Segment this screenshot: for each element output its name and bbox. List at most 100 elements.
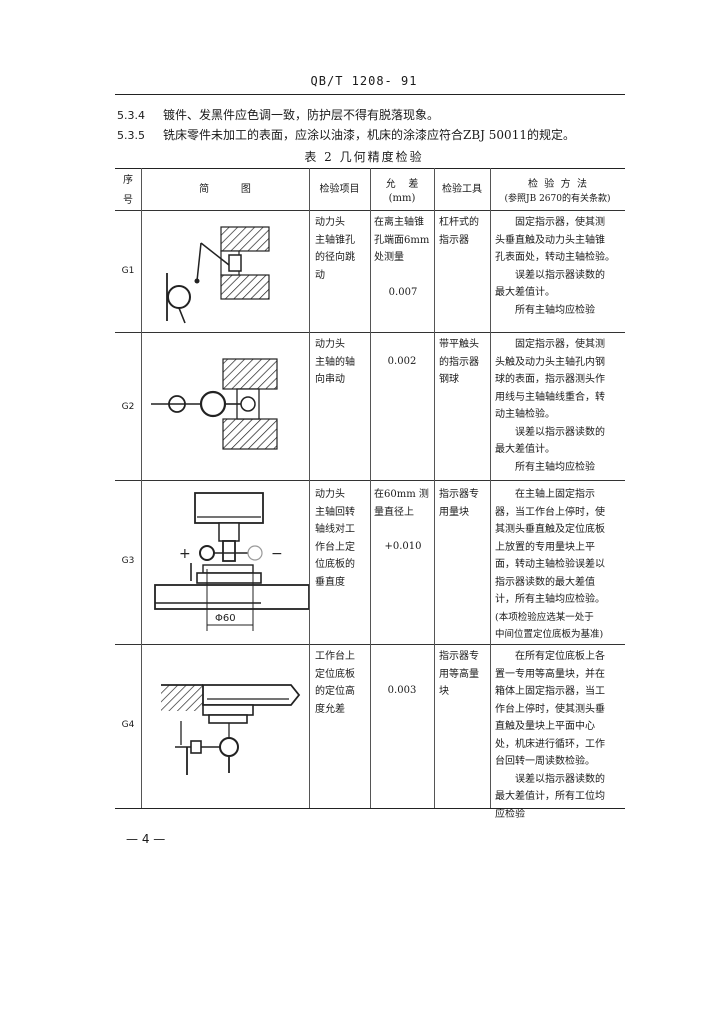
header-rule (115, 94, 625, 95)
header-diagram: 简 图 (199, 184, 251, 195)
spindle-housing-bottom (220, 274, 270, 300)
standard-code: QB/T 1208- 91 (310, 74, 418, 88)
tolerance-value: 在离主轴锥 孔端面6mm 处测量 0.007 (374, 214, 432, 301)
row-id: G4 (121, 720, 135, 730)
text-line: 向串动 (315, 374, 345, 385)
text-line: 误差以指示器读数的 (515, 426, 605, 438)
header-tool: 检验工具 (442, 184, 482, 195)
text-line (374, 267, 432, 284)
row-id: G3 (121, 556, 135, 566)
indicator-bracket (222, 540, 236, 562)
text-line: 指示器 (439, 234, 469, 246)
text-line: 工作台上 (315, 651, 355, 662)
text-line: 动主轴检验。 (495, 409, 555, 420)
header-tolerance-line: 允 差 (385, 179, 419, 190)
spindle-housing-top (222, 358, 278, 390)
steel-ball-icon (240, 396, 256, 412)
text-line: 动力头 (315, 489, 345, 500)
text-line: 球的表面，指示器测头作 (495, 374, 605, 385)
header-tolerance-unit: (mm) (388, 193, 416, 204)
indicator-arm (196, 242, 202, 282)
dial-indicator-icon (167, 285, 191, 309)
text-line: 动力头 (315, 217, 345, 228)
check-method: 固定指示器，使其测 头触及动力头主轴孔内钢 球的表面，指示器测头作 用线与主轴轴… (495, 336, 623, 476)
indicator-stylus (200, 242, 230, 266)
text-line: 杠杆式的 (439, 217, 479, 228)
text-line: 作台上定 (315, 541, 355, 553)
text-line: 主轴回转 (315, 506, 355, 518)
worktable (154, 584, 309, 610)
dial-indicator-left-icon (199, 545, 215, 561)
check-method: 固定指示器，使其测 头垂直触及动力头主轴锥 孔表面处，转动主轴检验。 误差以指示… (495, 214, 623, 319)
gauge-block (208, 714, 248, 724)
text-line: 应检验 (495, 808, 525, 820)
check-tool: 指示器专 用等高量 块 (439, 648, 489, 701)
text-line: 位底板的 (315, 559, 355, 570)
header-seq-line: 号 (123, 195, 133, 206)
text-line: 孔端面6mm (374, 234, 430, 246)
text-line: (本项检验应选某一处于 (495, 611, 594, 623)
text-line: 主轴锥孔 (315, 234, 355, 246)
text-line: 的指示器 (439, 356, 479, 368)
tolerance-value: 在60mm 测 量直径上 +0.010 (374, 486, 432, 556)
header-item: 检验项目 (319, 184, 360, 195)
check-item: 动力头 主轴回转 轴线对工 作台上定 位底板的 垂直度 (315, 486, 367, 591)
text-line: 计，所有主轴均应检验。 (495, 594, 605, 605)
text-line: 指示器读数的最大差值 (495, 576, 595, 588)
clause-number: 5.3.5 (117, 129, 145, 142)
column-divider (434, 168, 435, 808)
clause-5-3-5: 5.3.5 铣床零件未加工的表面，应涂以油漆，机床的涂漆应符合ZBJ 50011的… (117, 126, 575, 143)
text-line: 作台上停时，使其测头垂 (495, 703, 605, 715)
page-number: — 4 — (126, 832, 166, 846)
text-line: 台回转一周读数检验。 (495, 756, 595, 767)
row-id: G1 (121, 266, 135, 276)
machine-bed (161, 685, 203, 711)
check-item: 动力头 主轴的轴 向串动 (315, 336, 367, 389)
text-line: 钢球 (439, 374, 459, 385)
check-tool: 杠杆式的 指示器 (439, 214, 489, 249)
text-line (374, 521, 432, 538)
text-line: 误差以指示器读数的 (515, 269, 605, 281)
dial-indicator-icon (219, 737, 239, 757)
check-item: 工作台上 定位底板 的定位高 度允差 (315, 648, 367, 718)
locating-plate (196, 572, 262, 584)
g2-diagram (151, 358, 278, 450)
g4-diagram (161, 684, 301, 775)
text-line: 器，当工作台上停时，使 (495, 506, 605, 518)
text-line: 在60mm 测 (374, 489, 429, 500)
header-method: 检 验 方 法 (参照JB 2670的有关条款) (490, 178, 625, 206)
column-divider (490, 168, 491, 808)
text-line: 量直径上 (374, 506, 414, 518)
text-line: 固定指示器，使其测 (515, 339, 605, 350)
text-line: 指示器专 (439, 489, 479, 500)
check-tool: 带平触头 的指示器 钢球 (439, 336, 489, 389)
text-line: 所有主轴均应检验 (515, 461, 595, 473)
minus-sign: − (271, 546, 283, 562)
text-line: 动 (315, 269, 325, 281)
text-line: 置一专用等高量块，并在 (495, 668, 605, 680)
text-line: 面，转动主轴检验误差以 (495, 559, 605, 570)
test-bar (228, 254, 242, 272)
text-line: 处，机床进行循环，工作 (495, 738, 605, 750)
g1-diagram (166, 226, 270, 324)
header-method-line: 检 验 方 法 (527, 179, 588, 190)
text-line: 用量块 (439, 506, 469, 518)
tolerance-value: 0.003 (387, 685, 417, 696)
header-seq: 序 号 (115, 174, 141, 208)
dial-indicator-right-icon (247, 545, 263, 561)
text-line: 的径向跳 (315, 252, 355, 263)
text-line: 固定指示器，使其测 (515, 217, 605, 228)
clause-text: 镀件、发黑件应色调一致，防护层不得有脱落现象。 (163, 108, 440, 122)
header-seq-line: 序 (123, 175, 133, 186)
gauge-block (202, 564, 254, 574)
text-line: 所有主轴均应检验 (515, 304, 595, 316)
text-line: 在所有定位底板上各 (515, 651, 605, 662)
spindle-housing-bottom (222, 418, 278, 450)
g3-diagram: + − Φ60 (154, 492, 309, 631)
text-line: 头垂直触及动力头主轴锥 (495, 234, 605, 246)
text-line: 直触及量块上平面中心 (495, 721, 595, 732)
indicator-clamp (178, 307, 186, 324)
text-line: 用线与主轴轴线重合，转 (495, 391, 605, 403)
clause-text: 铣床零件未加工的表面，应涂以油漆，机床的涂漆应符合ZBJ 50011的规定。 (163, 128, 575, 142)
